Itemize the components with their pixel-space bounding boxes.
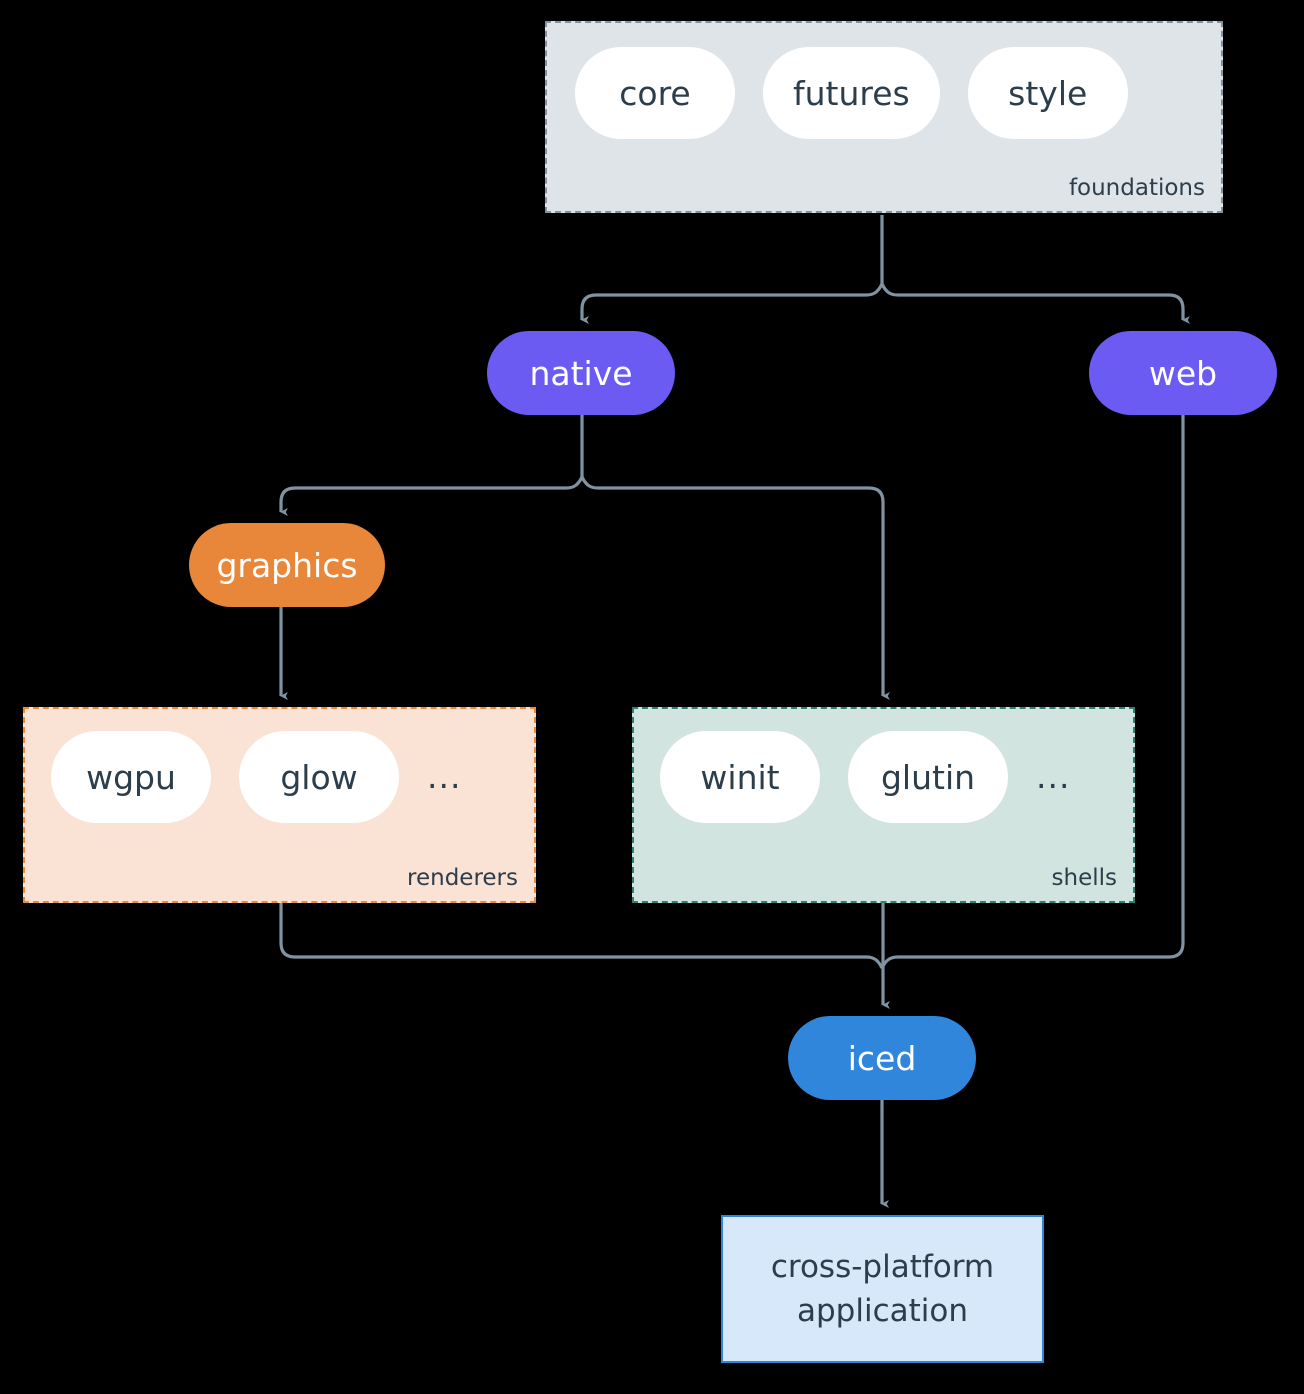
pill-wgpu[interactable]: wgpu	[51, 731, 211, 823]
node-native[interactable]: native	[487, 331, 675, 415]
edge-renderers-to-iced	[279, 903, 884, 969]
pill-winit[interactable]: winit	[660, 731, 820, 823]
pill-futures[interactable]: futures	[763, 47, 940, 139]
group-renderers: wgpu glow ... renderers	[23, 707, 536, 903]
output-line-2: application	[797, 1293, 968, 1329]
edge-foundations-to-native	[580, 283, 884, 324]
group-label-shells: shells	[1051, 865, 1117, 891]
output-line-1: cross-platform	[770, 1248, 995, 1285]
shells-pill-row: winit glutin ...	[660, 731, 1080, 823]
renderers-more-ellipsis: ...	[427, 757, 462, 796]
node-cross-platform-application[interactable]: cross-platform application	[721, 1215, 1044, 1363]
group-label-foundations: foundations	[1068, 175, 1205, 201]
edge-native-to-graphics	[279, 476, 584, 516]
node-iced[interactable]: iced	[788, 1016, 976, 1100]
renderers-pill-row: wgpu glow ...	[51, 731, 471, 823]
edge-foundations-to-web	[880, 283, 1190, 324]
pill-style[interactable]: style	[967, 47, 1128, 139]
shells-more-ellipsis: ...	[1036, 757, 1071, 796]
group-shells: winit glutin ... shells	[632, 707, 1135, 903]
edge-native-to-shells	[580, 476, 890, 700]
node-web[interactable]: web	[1089, 331, 1277, 415]
node-graphics[interactable]: graphics	[189, 523, 385, 607]
pill-core[interactable]: core	[575, 47, 735, 139]
group-foundations: core futures style foundations	[545, 21, 1223, 213]
pill-glutin[interactable]: glutin	[848, 731, 1008, 823]
foundations-pill-row: core futures style	[575, 47, 1156, 139]
group-label-renderers: renderers	[407, 865, 518, 891]
pill-glow[interactable]: glow	[239, 731, 399, 823]
